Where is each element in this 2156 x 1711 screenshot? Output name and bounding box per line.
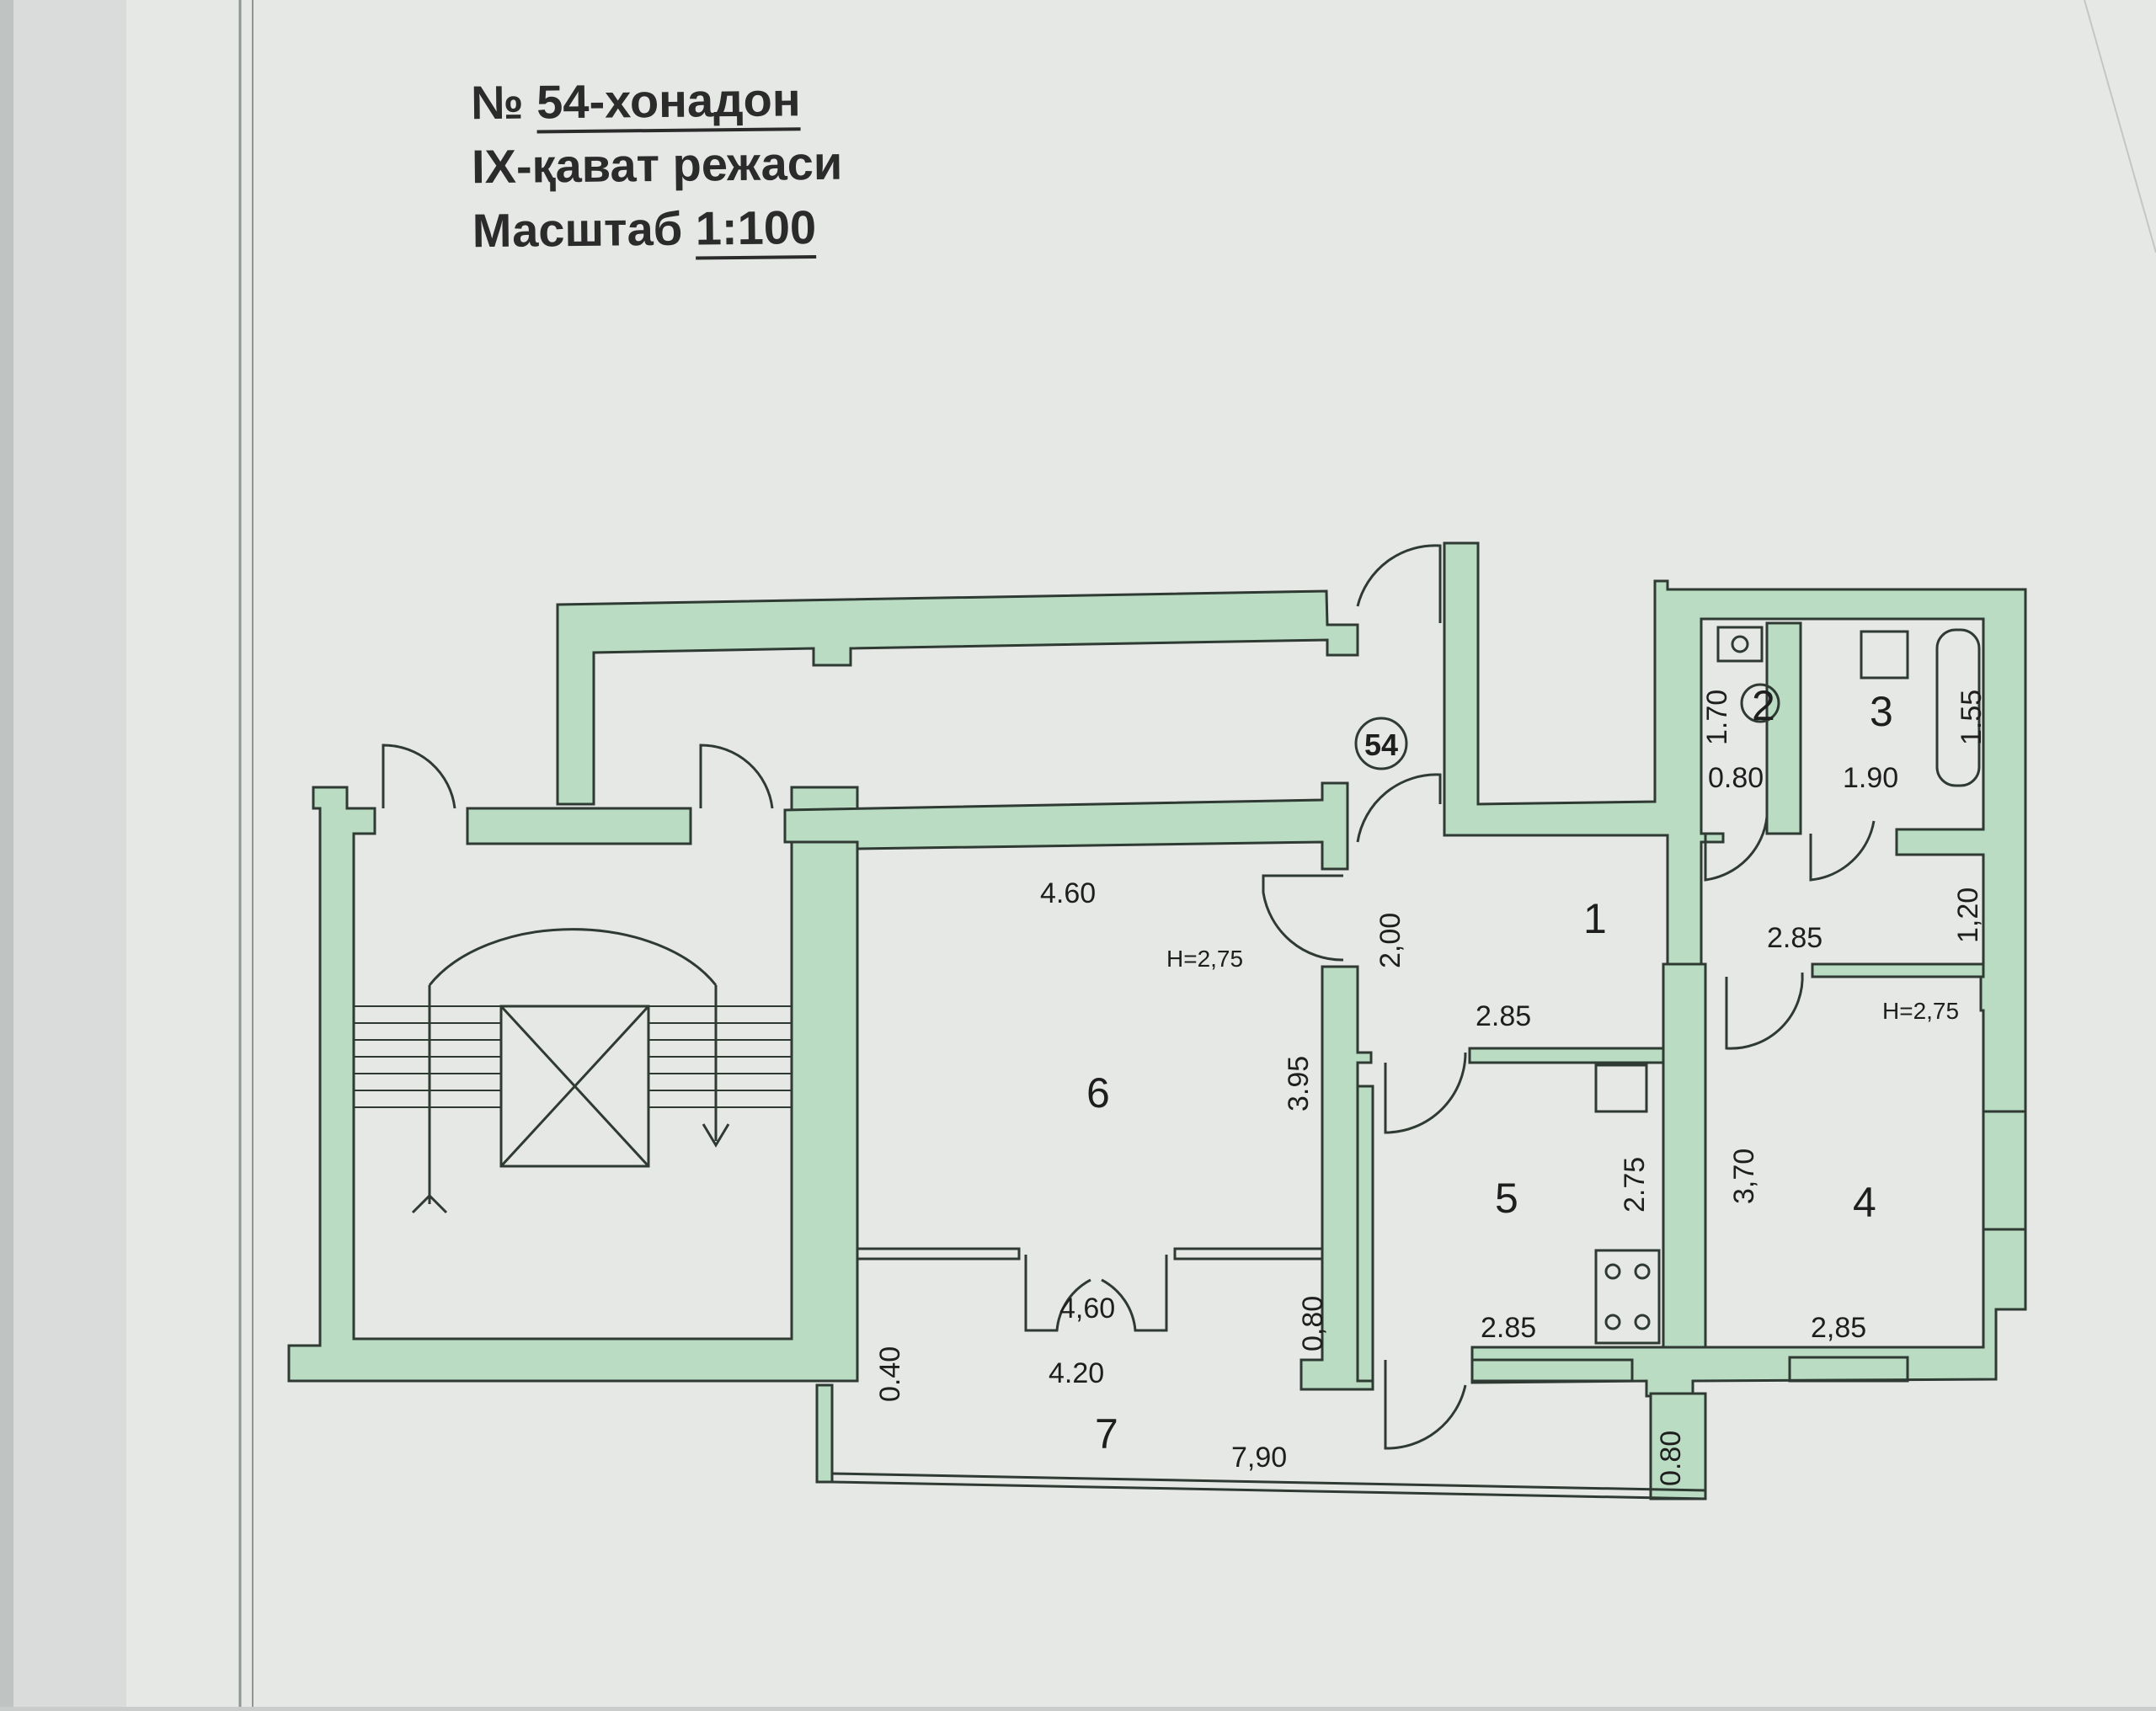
room-numbers: 1 2 3 4 5 6 7	[1086, 682, 1893, 1458]
kitchen-sink	[1594, 1063, 1648, 1113]
ceiling-height-room4: H=2,75	[1882, 998, 1959, 1024]
walls	[287, 541, 2027, 1500]
kitchen-bedroom-wall	[1662, 962, 1707, 1349]
dim-balcony-right: 0.80	[1655, 1431, 1687, 1486]
dim-corridor-width: 2.85	[1767, 922, 1822, 954]
floor-title: IX-қават режаси	[471, 136, 843, 194]
dim-wc-height: 1.70	[1701, 690, 1733, 745]
dimensions: 4.60 3.95 2,00 2.85 2.85 1,20 1.70 0.80 …	[874, 690, 1988, 1486]
dim-balcony-mid: 0,80	[1297, 1296, 1329, 1351]
plan-title-block: № 54-хонадон IX-қават режаси Масштаб 1:1…	[471, 67, 844, 264]
scale-label: Масштаб	[472, 201, 683, 258]
bathtub	[1935, 628, 1981, 787]
balcony-rail	[831, 1472, 1706, 1500]
entrance-wall	[1443, 541, 2027, 1398]
dim-bedroom-width: 2,85	[1811, 1312, 1866, 1344]
stair-block-wall	[287, 786, 859, 1383]
room-number-7: 7	[1095, 1410, 1118, 1458]
balcony-left-wall	[815, 1383, 834, 1484]
door-entrance-top	[1356, 544, 1442, 623]
dim-hall-vertical: 2,00	[1374, 913, 1406, 968]
door-wc	[1704, 816, 1769, 882]
stair-path-arc	[428, 928, 718, 986]
door-kitchen	[1384, 1052, 1467, 1134]
door-bedroom	[1725, 972, 1804, 1050]
door-room6	[1262, 874, 1344, 962]
apartment-badge-circle	[1354, 717, 1408, 770]
elevator-shaft	[499, 1005, 650, 1168]
toilet	[1740, 683, 1780, 723]
door-hall	[1356, 773, 1442, 843]
dim-room6-bottom: 4,60	[1059, 1293, 1115, 1325]
apartment-title: № 54-хонадон	[471, 67, 842, 136]
room-number-2: 2	[1752, 682, 1775, 729]
window-kitchen	[1470, 1358, 1634, 1383]
room-number-1: 1	[1583, 895, 1607, 942]
stairs	[354, 928, 792, 1214]
window-bedroom	[1788, 1356, 1909, 1383]
dim-balcony-total: 7,90	[1231, 1442, 1287, 1474]
door-bath	[1809, 820, 1876, 882]
upper-corridor-wall	[556, 589, 1359, 806]
kitchen-top-wall	[1468, 1047, 1669, 1064]
room-number-5: 5	[1495, 1175, 1518, 1222]
room6-top-wall	[466, 807, 692, 845]
bath-sink	[1860, 630, 1909, 680]
door-balcony-kitchen	[1384, 1360, 1467, 1450]
dim-corridor-vertical: 1,20	[1952, 887, 1984, 943]
window-room6-right	[1173, 1247, 1324, 1261]
door-balcony-left-leaf	[1024, 1255, 1091, 1332]
dim-balcony-left: 0.40	[874, 1346, 906, 1402]
window-room6-left	[856, 1247, 1021, 1261]
dim-r6-side: 3.95	[1283, 1056, 1315, 1111]
apartment-badge: 54	[1364, 728, 1398, 762]
door-stair-left	[382, 744, 456, 809]
paper-edge	[2084, 0, 2156, 253]
ceiling-height-room6: H=2,75	[1166, 946, 1243, 972]
doors	[382, 544, 1876, 1450]
dim-kitchen-vertical: 2.75	[1619, 1157, 1651, 1213]
dim-bedroom-vertical: 3,70	[1728, 1149, 1760, 1204]
windows	[856, 1110, 2027, 1383]
kitchen-left-wall	[1356, 1085, 1374, 1383]
number-sign: №	[470, 75, 524, 130]
scale-value: 1:100	[695, 200, 817, 260]
stove	[1594, 1249, 1661, 1345]
bath-partition	[1765, 621, 1802, 835]
bedroom-top-wall	[1811, 962, 1985, 978]
scale-title: Масштаб 1:100	[472, 195, 843, 264]
stair-arrow-down	[702, 1123, 730, 1148]
paper	[126, 0, 2156, 1707]
wc-sink	[1716, 626, 1764, 663]
dim-hall-width: 2.85	[1476, 1000, 1531, 1032]
door-balcony-right-leaf	[1101, 1255, 1168, 1332]
dim-wc-width: 0.80	[1708, 762, 1764, 794]
room-number-4: 4	[1853, 1179, 1876, 1226]
stair-arrow-up	[411, 1193, 448, 1214]
room-number-6: 6	[1086, 1069, 1110, 1117]
fixtures	[1594, 626, 1981, 1345]
window-bedroom-side	[1982, 1110, 2027, 1231]
dim-bathtub: 1.55	[1956, 690, 1988, 745]
apartment-number: 54-хонадон	[536, 72, 802, 134]
room6-top-wall-2	[783, 781, 1349, 871]
dim-r6-top: 4.60	[1040, 877, 1096, 909]
room-number-3: 3	[1870, 688, 1893, 735]
door-stair-right	[699, 744, 774, 809]
dim-kitchen-width: 2.85	[1481, 1312, 1536, 1344]
dim-bath-width: 1.90	[1843, 762, 1898, 794]
dim-balcony-width: 4.20	[1049, 1357, 1104, 1389]
